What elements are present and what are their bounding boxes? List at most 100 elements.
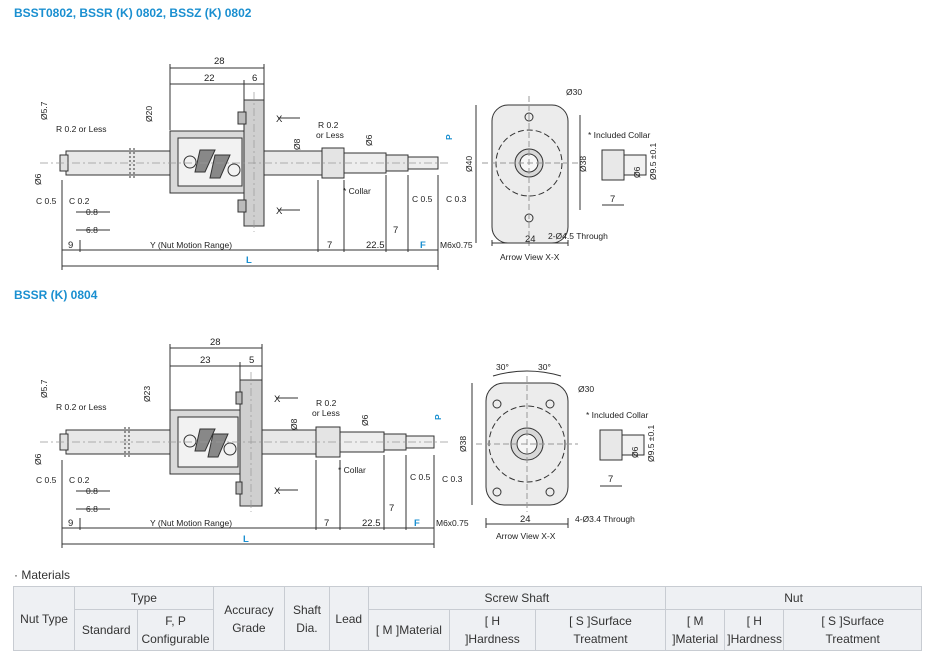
c02-b: C 0.2: [69, 475, 90, 485]
included-collar-b: * Included Collar: [586, 410, 649, 420]
dim-23: 23: [200, 355, 211, 366]
dim-225-b: 22.5: [362, 518, 381, 529]
r02-left-b: R 0.2 or Less: [56, 402, 107, 412]
dim-f: F: [420, 240, 426, 251]
dim-l-b: L: [243, 534, 249, 545]
c05-b: C 0.5: [36, 475, 57, 485]
dia30: Ø30: [566, 87, 582, 97]
col-lead: Lead: [328, 586, 369, 651]
or-less-b: or Less: [312, 408, 340, 418]
dim-9-b: 9: [68, 518, 73, 529]
c03: C 0.3: [446, 194, 467, 204]
y-range: Y (Nut Motion Range): [150, 240, 232, 250]
r02-left: R 0.2 or Less: [56, 124, 107, 134]
dia6-b: Ø6: [33, 453, 43, 465]
ang1: 30°: [496, 362, 509, 372]
c05r-b: C 0.5: [410, 472, 431, 482]
m6-b: M6x0.75: [436, 518, 469, 528]
d08: 0.8: [86, 207, 98, 217]
dim-7a: 7: [327, 240, 332, 251]
dim-7b: 7: [393, 225, 398, 236]
col-nut: Nut: [665, 586, 922, 610]
c05r: C 0.5: [412, 194, 433, 204]
col-ss-material: [ M ]Material: [367, 609, 451, 651]
section-title-0804: BSSR (K) 0804: [14, 288, 98, 302]
dim-28-b: 28: [210, 337, 221, 348]
collar: * Collar: [343, 186, 371, 196]
dia38-b: Ø38: [458, 436, 468, 452]
col-accuracy: Accuracy Grade: [212, 586, 286, 651]
collar-b: * Collar: [338, 465, 366, 475]
dim-225: 22.5: [366, 240, 385, 251]
m6: M6x0.75: [440, 240, 473, 250]
col-screw-shaft: Screw Shaft: [367, 586, 667, 610]
dim-6: 6: [252, 73, 257, 84]
arrow-view-b: Arrow View X-X: [496, 531, 556, 541]
col-fp: F, P Configurable: [137, 609, 214, 651]
collar-7: 7: [610, 194, 615, 205]
dim-22: 22: [204, 73, 215, 84]
dim-9: 9: [68, 240, 73, 251]
dia6: Ø6: [33, 173, 43, 185]
col-n-material: [ M ]Material: [665, 609, 726, 651]
dim-24: 24: [525, 234, 536, 245]
col-shaft-dia: Shaft Dia.: [284, 586, 330, 651]
section-title-0802: BSST0802, BSSR (K) 0802, BSSZ (K) 0802: [14, 6, 252, 20]
c05: C 0.5: [36, 196, 57, 206]
collar-dia95: Ø9.5 ±0.1: [648, 142, 658, 180]
dim-f-b: F: [414, 518, 420, 529]
dia8: Ø8: [292, 138, 302, 150]
c03-b: C 0.3: [442, 474, 463, 484]
holes-b: 4-Ø3.4 Through: [575, 514, 635, 524]
dia6r: Ø6: [364, 134, 374, 146]
x-top-b: X: [274, 394, 281, 405]
dia6r-b: Ø6: [360, 414, 370, 426]
holes: 2-Ø4.5 Through: [548, 231, 608, 241]
materials-label: · Materials: [14, 568, 71, 582]
dia57-b: Ø5.7: [39, 379, 49, 398]
dim-l: L: [246, 255, 252, 266]
dim-7a-b: 7: [324, 518, 329, 529]
dim-7b-b: 7: [389, 503, 394, 514]
dia23: Ø23: [142, 386, 152, 402]
drawing-0802: 28 22 6 R 0.2 or Less R 0.2 or Less Ø5.7…: [33, 56, 658, 270]
ang2: 30°: [538, 362, 551, 372]
dim-24-b: 24: [520, 514, 531, 525]
c02: C 0.2: [69, 196, 90, 206]
d08-b: 0.8: [86, 486, 98, 496]
col-n-surface: [ S ]Surface Treatment: [783, 609, 922, 651]
dia8-b: Ø8: [289, 418, 299, 430]
arrow-view: Arrow View X-X: [500, 252, 560, 262]
col-ss-hardness: [ H ]Hardness: [449, 609, 536, 651]
collar-dia95-b: Ø9.5 ±0.1: [646, 424, 656, 462]
dia40: Ø40: [464, 156, 474, 172]
collar-dia6-b: Ø6: [630, 446, 640, 458]
dia20: Ø20: [144, 106, 154, 122]
dia30-b: Ø30: [578, 384, 594, 394]
collar-dia6: Ø6: [632, 166, 642, 178]
dim-28: 28: [214, 56, 225, 67]
p-dim-b: P: [433, 414, 443, 420]
r02-right: R 0.2: [318, 120, 339, 130]
drawing-0804: 28 23 5 R 0.2 or Less R 0.2 or Less Ø5.7…: [33, 337, 656, 548]
y-range-b: Y (Nut Motion Range): [150, 518, 232, 528]
col-n-hardness: [ H ]Hardness: [724, 609, 785, 651]
x-bot: X: [276, 206, 283, 217]
materials-table: Nut Type Type Accuracy Grade Shaft Dia. …: [12, 586, 922, 651]
col-nut-type: Nut Type: [12, 586, 76, 651]
x-top: X: [276, 114, 283, 125]
d68-b: 6.8: [86, 504, 98, 514]
p-dim: P: [444, 134, 454, 140]
dia57: Ø5.7: [39, 101, 49, 120]
col-standard: Standard: [74, 609, 139, 651]
col-ss-surface: [ S ]Surface Treatment: [534, 609, 667, 651]
x-bot-b: X: [274, 486, 281, 497]
dim-5: 5: [249, 355, 254, 366]
r02-right-b: R 0.2: [316, 398, 337, 408]
col-type: Type: [74, 586, 214, 610]
d68: 6.8: [86, 225, 98, 235]
included-collar: * Included Collar: [588, 130, 651, 140]
collar-7-b: 7: [608, 474, 613, 485]
or-less: or Less: [316, 130, 344, 140]
dia38: Ø38: [578, 156, 588, 172]
